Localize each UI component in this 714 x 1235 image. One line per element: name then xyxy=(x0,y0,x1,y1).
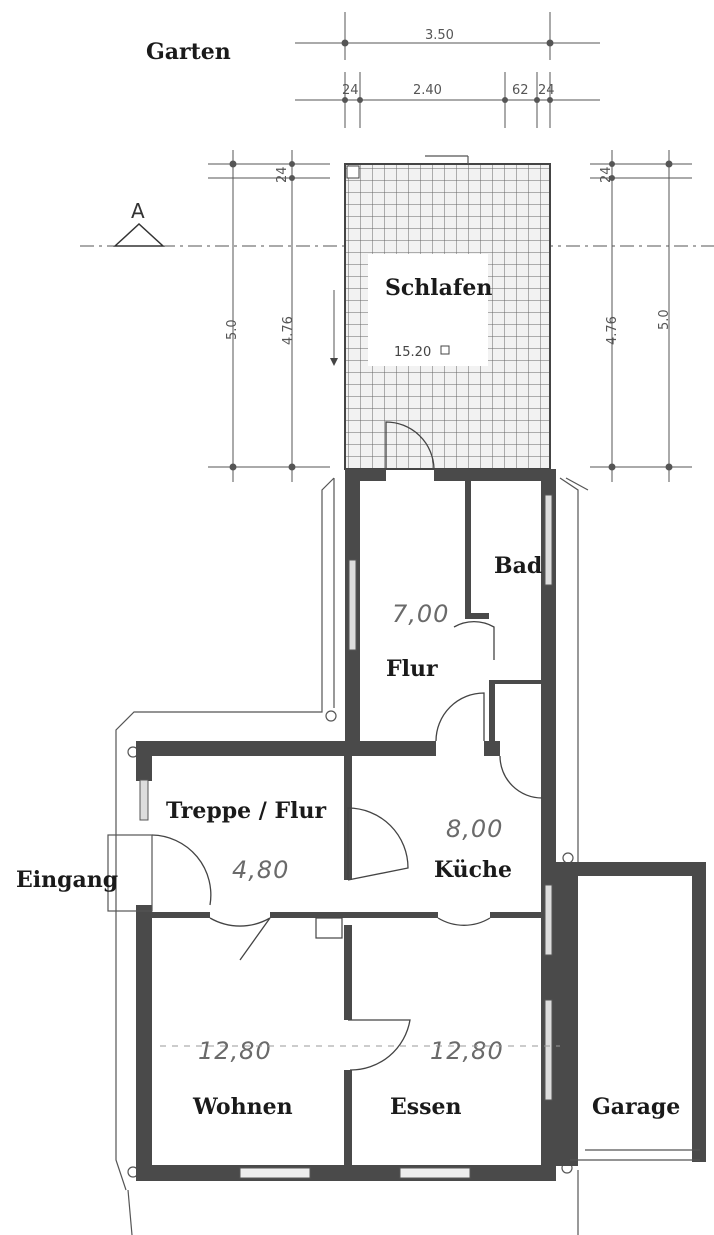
dim-top-small-mid: 62 xyxy=(512,83,529,98)
label-treppe-flur: Treppe / Flur xyxy=(166,798,326,824)
dim-top-small-left: 24 xyxy=(342,83,359,98)
doors xyxy=(107,620,543,1071)
dim-right-inner: 4.76 xyxy=(605,316,620,345)
walls xyxy=(136,469,556,1181)
label-schlafen: Schlafen xyxy=(385,275,492,301)
area-treppe-flur: 4,80 xyxy=(232,856,289,884)
dim-right-outer: 5.0 xyxy=(657,309,672,330)
label-wohnen: Wohnen xyxy=(192,1094,293,1120)
left-dimension-chain: 5.0 4.76 24 xyxy=(208,150,330,482)
area-essen: 12,80 xyxy=(430,1037,504,1065)
dim-top-small-right: 24 xyxy=(538,83,555,98)
site-outline xyxy=(115,477,589,1235)
label-bad: Bad xyxy=(494,553,542,579)
dim-top-main: 2.40 xyxy=(413,83,442,98)
area-flur: 7,00 xyxy=(392,600,449,628)
dim-right-wall: 24 xyxy=(599,166,614,183)
room-garage xyxy=(556,862,706,1166)
section-marker-letter: A xyxy=(131,199,145,223)
label-garten: Garten xyxy=(146,39,231,65)
area-wohnen: 12,80 xyxy=(198,1037,272,1065)
area-kueche: 8,00 xyxy=(446,815,503,843)
dim-left-wall: 24 xyxy=(275,166,290,183)
label-flur: Flur xyxy=(386,656,438,682)
dim-left-outer: 5.0 xyxy=(225,319,240,340)
room-schlafen: Schlafen 15.20 xyxy=(330,155,551,470)
right-dimension-chain: 4.76 5.0 24 xyxy=(590,150,692,482)
top-dimension-chain: 3.50 24 2.40 62 24 xyxy=(295,12,600,128)
label-garage: Garage xyxy=(592,1094,680,1120)
label-kueche: Küche xyxy=(434,857,512,883)
area-schlafen: 15.20 xyxy=(394,345,431,360)
label-essen: Essen xyxy=(390,1094,462,1120)
dim-left-inner: 4.76 xyxy=(281,316,296,345)
label-eingang: Eingang xyxy=(16,867,118,893)
dim-top-total: 3.50 xyxy=(425,28,454,43)
